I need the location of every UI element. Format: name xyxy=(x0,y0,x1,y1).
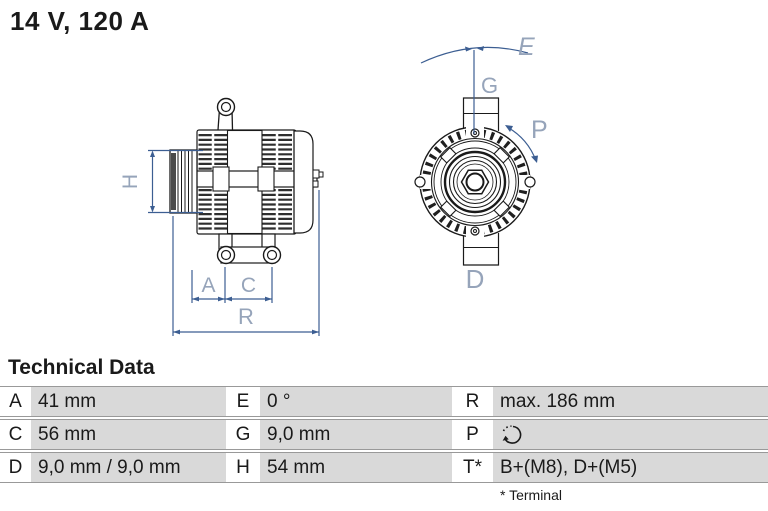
dim-label-a: A xyxy=(201,274,215,297)
dim-label-h: H xyxy=(119,174,142,189)
dim-label-e: E xyxy=(518,33,535,61)
technical-data-table: A 41 mm E 0 ° R max. 186 mm C 56 mm G 9,… xyxy=(0,386,768,485)
technical-data-heading: Technical Data xyxy=(8,356,155,379)
front-view-drawing xyxy=(414,97,536,266)
row-value: max. 186 mm xyxy=(493,387,768,416)
row-label: D xyxy=(0,453,31,482)
row-label: R xyxy=(452,387,493,416)
dim-label-g: G xyxy=(481,73,498,98)
row-label: P xyxy=(452,420,493,449)
row-value: 41 mm xyxy=(31,387,226,416)
table-row: C 56 mm G 9,0 mm P xyxy=(0,419,768,450)
row-value: 9,0 mm / 9,0 mm xyxy=(31,453,226,482)
side-view-drawing xyxy=(169,97,324,265)
rotation-direction-icon xyxy=(502,425,522,444)
row-value-rotation xyxy=(493,420,768,449)
table-row: D 9,0 mm / 9,0 mm H 54 mm T* B+(M8), D+(… xyxy=(0,452,768,483)
terminal-footnote: * Terminal xyxy=(500,487,562,503)
dim-label-r: R xyxy=(238,304,254,329)
dim-label-d: D xyxy=(466,264,485,294)
table-row: A 41 mm E 0 ° R max. 186 mm xyxy=(0,386,768,417)
row-label: H xyxy=(226,453,260,482)
product-title: 14 V, 120 A xyxy=(10,6,150,36)
row-value: 54 mm xyxy=(260,453,452,482)
row-label: A xyxy=(0,387,31,416)
front-view-dimensions: E G P D xyxy=(420,33,548,294)
alternator-technical-drawing: H A C R xyxy=(119,33,548,336)
row-label: C xyxy=(0,420,31,449)
row-value: 56 mm xyxy=(31,420,226,449)
row-value: 0 ° xyxy=(260,387,452,416)
row-label: E xyxy=(226,387,260,416)
row-label: T* xyxy=(452,453,493,482)
row-value: 9,0 mm xyxy=(260,420,452,449)
dim-label-p: P xyxy=(531,116,548,144)
dim-label-c: C xyxy=(241,274,256,297)
side-view-dimensions: H A C R xyxy=(119,149,320,336)
row-label: G xyxy=(226,420,260,449)
row-value: B+(M8), D+(M5) xyxy=(493,453,768,482)
